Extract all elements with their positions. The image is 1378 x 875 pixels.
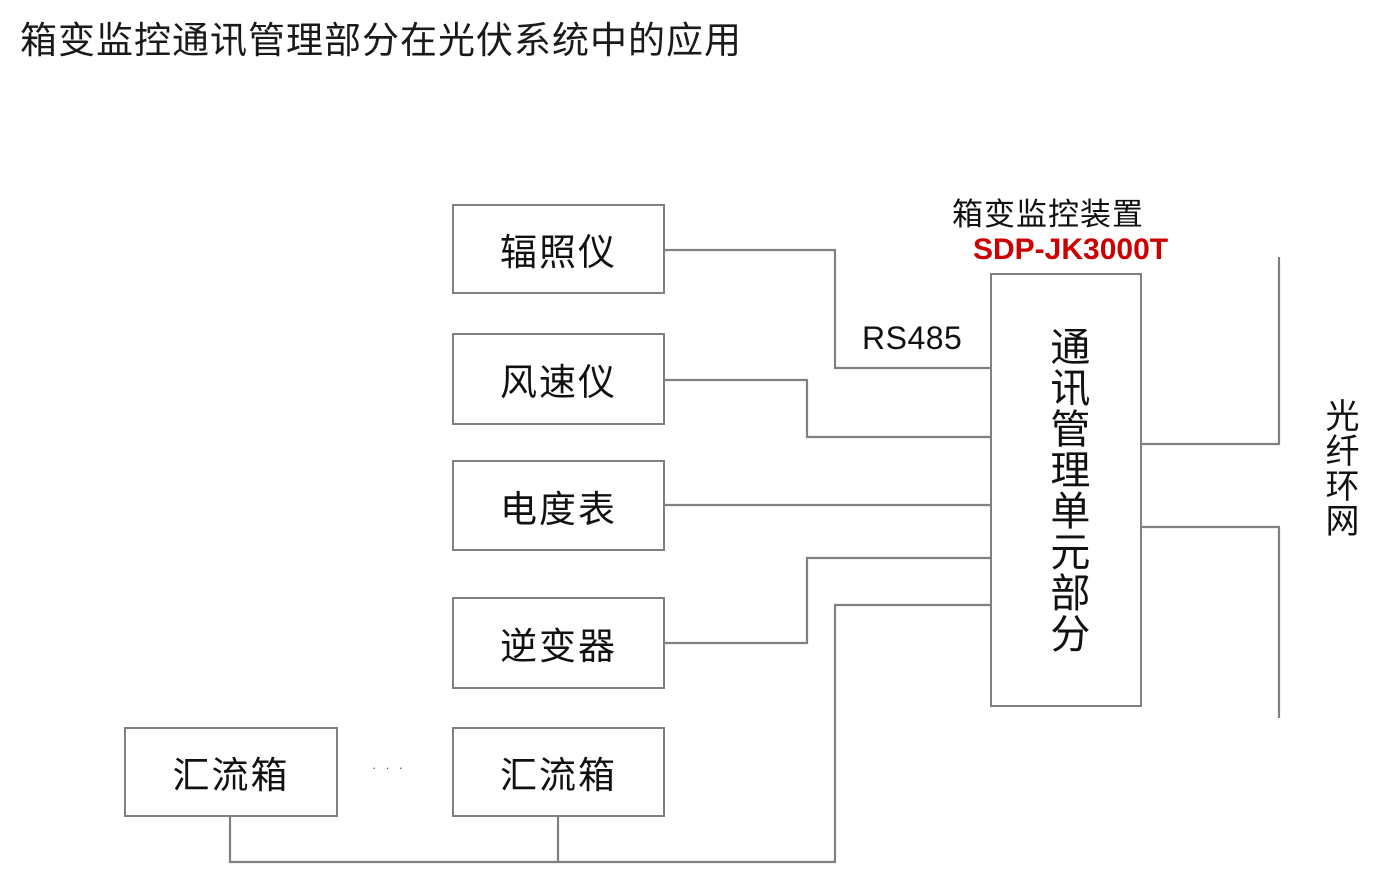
node-combiner-box-1[interactable]: 汇流箱 — [124, 727, 338, 817]
line-fiber-up — [1141, 257, 1281, 446]
device-title-label: 箱变监控装置 — [952, 197, 1144, 232]
rs485-bus-label: RS485 — [862, 320, 963, 356]
node-meter-label: 电度表 — [500, 488, 617, 530]
line-inverter — [665, 556, 990, 645]
node-anemometer[interactable]: 风速仪 — [452, 333, 665, 425]
fiber-ring-network-label: 光纤环网 — [1320, 398, 1358, 538]
node-combiner-box-2[interactable]: 汇流箱 — [452, 727, 665, 817]
node-communication-management-unit-label: 通讯管理单元部分 — [1044, 326, 1089, 654]
node-combiner-box-1-label: 汇流箱 — [172, 755, 290, 796]
combiner-ellipsis: ··· — [372, 760, 412, 775]
node-combiner-box-2-label: 汇流箱 — [500, 755, 617, 796]
line-anemometer — [665, 378, 990, 439]
node-meter[interactable]: 电度表 — [452, 460, 665, 551]
node-inverter-label: 逆变器 — [500, 626, 617, 667]
node-anemometer-label: 风速仪 — [500, 362, 617, 403]
device-model-label: SDP-JK3000T — [973, 233, 1169, 266]
node-communication-management-unit[interactable]: 通讯管理单元部分 — [990, 273, 1142, 707]
line-fiber-down — [1141, 525, 1281, 718]
node-irradiance-label: 辐照仪 — [500, 232, 617, 273]
node-irradiance[interactable]: 辐照仪 — [452, 204, 665, 294]
node-inverter[interactable]: 逆变器 — [452, 597, 665, 689]
page-title: 箱变监控通讯管理部分在光伏系统中的应用 — [20, 20, 742, 61]
